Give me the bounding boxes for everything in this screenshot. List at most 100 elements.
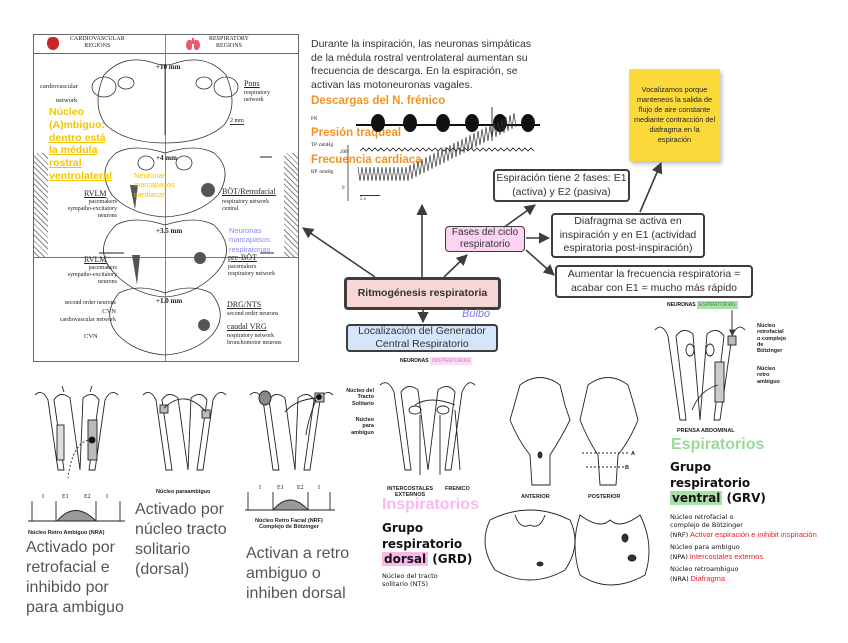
lower-divider — [34, 257, 298, 258]
label-vrg-desc: respiratory network bronchomotor neurons — [227, 333, 282, 347]
grv-highlight: ventral — [670, 491, 723, 506]
node-ritmogenesis[interactable]: Ritmogénesis respiratoria — [344, 277, 501, 310]
section-rostral-medulla — [104, 147, 226, 218]
label-cv-network: cardiovascular network — [59, 317, 116, 323]
expiratory-header-highlight: ESPIRATORIAS — [697, 301, 738, 309]
grv-item-npa: Núcleo para ambiguo (NPA) Intercostales … — [670, 543, 848, 562]
level-3-5mm: +3.5 mm — [156, 227, 183, 235]
grv-suffix: (GRV) — [722, 491, 766, 506]
label-drg-desc: second order neurons — [227, 311, 279, 317]
lungs-icon — [186, 38, 200, 50]
grv-title: Grupo respiratorio ventral (GRV) — [670, 460, 766, 507]
label-vrg-title: caudal VRG — [227, 322, 267, 331]
cardiovascular-regions-label: CARDIOVASCULAR REGIONS — [70, 36, 125, 50]
label-rvlm2-desc: pacemakers sympatho-excitatory neurons — [67, 265, 117, 285]
level-10mm: +10 mm — [156, 63, 181, 71]
label-second-order: second order neurons — [64, 300, 116, 306]
prebot-nucleus — [194, 252, 206, 264]
bot-nucleus — [201, 183, 215, 197]
note-nrf: Activan a retro ambiguo o inhiben dorsal — [246, 545, 350, 602]
respiratory-regions-label: RESPIRATORY REGIONS — [209, 36, 249, 50]
section-pons — [97, 59, 233, 144]
grv-item-npa-note: Intercostales externos — [689, 551, 764, 561]
node-frequency[interactable]: Aumentar la frecuencia respiratoria = ac… — [555, 265, 753, 298]
grv-item-nrf-name: Núcleo retrofacial o complejo de Bötzing… — [670, 513, 743, 530]
grv-item-npa-abbr: (NPA) — [670, 552, 688, 561]
tracheal-pressure-trace — [359, 147, 535, 152]
label-pons-desc: respiratory network — [244, 90, 270, 104]
grv-item-nrf-note: Activar espiración e inihibit inspiració… — [690, 529, 817, 539]
marker-b: B — [625, 465, 629, 471]
schematic-nra — [34, 385, 119, 479]
level-1mm: +1.0 mm — [156, 297, 183, 305]
rvlm2-nucleus — [132, 255, 140, 285]
right-hatch-band — [284, 153, 298, 257]
phase-e2-3: E2 — [297, 485, 304, 491]
section-medulla-mid — [103, 219, 227, 298]
caption-nra: Núcleo Retro Ambiguo (NRA) — [28, 530, 105, 536]
label-npa-side: Núcleo para ambiguo — [351, 417, 374, 436]
label-rvlm1-desc: pacemakers sympatho-excitatory neurons — [67, 199, 117, 219]
inspiratorios-title: Inspiratorios — [382, 496, 479, 513]
time-scale: 5 s — [360, 195, 380, 202]
note-paraambiguo: Activado por núcleo tracto solitario (do… — [135, 501, 227, 578]
axis-pn: PN — [311, 117, 318, 122]
inspiratory-header-highlight: INSPIRATORIAS — [430, 357, 473, 365]
node-expiration[interactable]: Espiración tiene 2 fases: E1 (activa) y … — [493, 169, 630, 202]
recording-traces — [347, 107, 540, 201]
grd-title: Grupo respiratorio dorsal (GRD) — [382, 521, 472, 568]
trace-label-heart: Frecuencia cardiaca — [311, 154, 422, 166]
expiratory-header: NEURONAS ESPIRATORIAS — [667, 301, 738, 309]
node-diaphragm[interactable]: Diafragma se activa en inspiración y en … — [551, 213, 705, 258]
label-bot-title: BÖT/Retrofacial — [222, 187, 276, 196]
sticky-note[interactable]: Vocalizamos porque manteneos la salida d… — [629, 69, 720, 161]
marker-a: A — [631, 451, 635, 457]
label-prebot-title: pre-BÖT — [228, 253, 257, 262]
grd-suffix: (GRD) — [428, 552, 473, 567]
left-hatch-band — [34, 153, 48, 257]
label-cvn1: CVN — [102, 308, 116, 315]
annotation-ambiguo-link[interactable]: dentro está la médula rostral ventrolate… — [49, 131, 113, 182]
label-nts-side: Núcleo del Tracto Solitario — [346, 388, 374, 407]
phase-i-1b: I — [106, 494, 108, 500]
recording-intro: Durante la inspiración, las neuronas sim… — [311, 38, 532, 91]
label-retrofacial-side: Núcleo retrofacial o complejo de Bötzing… — [757, 323, 787, 355]
section-caudal-medulla — [109, 287, 221, 356]
label-network: network — [56, 97, 78, 104]
node-phases[interactable]: Fases del ciclo respiratorio — [445, 226, 525, 252]
grv-item-nrf-abbr: (NRF) — [670, 530, 689, 539]
figure-midline — [165, 35, 166, 361]
schematic-paraambiguo — [142, 391, 227, 471]
section-b — [484, 509, 576, 581]
annotation-ambiguo-head: Núcleo (A)mbiguo: — [49, 106, 105, 131]
grv-line1: Grupo — [670, 460, 712, 474]
schematic-inspiratory — [379, 382, 476, 475]
grd-line1: Grupo — [382, 521, 424, 535]
section-a — [574, 514, 650, 586]
rvlm1-nucleus — [130, 185, 138, 210]
grv-item-nrf: Núcleo retrofacial o complejo de Bötzing… — [670, 513, 848, 540]
heart-icon — [47, 37, 59, 50]
phrenic-bursts — [371, 114, 535, 132]
phase-i-3: I — [259, 485, 261, 491]
label-intercostales: INTERCOSTALES EXTERNOS — [387, 486, 434, 499]
phase-e1-3: E1 — [277, 485, 284, 491]
grd-line2: respiratorio — [382, 536, 463, 551]
grv-items: Núcleo retrofacial o complejo de Bötzing… — [670, 513, 848, 584]
annotation-resp-pacemakers: Neuronas marcapasos respiratorias — [229, 226, 271, 254]
grv-item-nra-note: Diafragma — [690, 573, 726, 583]
phase-plot-nrf — [245, 492, 335, 511]
tick-200: 200 — [340, 150, 348, 155]
grv-line2: respiratorio — [670, 475, 751, 490]
schematic-expiratory — [654, 310, 746, 421]
caption-paraambiguo: Núcleo paraambiguo — [156, 489, 211, 495]
label-prensa-abdominal: PRENSA ABDOMINAL — [677, 428, 735, 434]
node-location[interactable]: Localización del Generador Central Respi… — [346, 324, 498, 352]
scale-bar: 2 mm — [230, 118, 244, 125]
label-drg-title: DRG/NTS — [227, 300, 262, 309]
trace-label-phrenic: Descargas del N. frénico — [311, 95, 446, 107]
axis-bp: BP mmHg — [311, 170, 334, 175]
grd-nucleus: Núcleo del tracto solitario (NTS) — [382, 572, 438, 589]
label-rvlm1-title: RVLM — [84, 189, 107, 198]
